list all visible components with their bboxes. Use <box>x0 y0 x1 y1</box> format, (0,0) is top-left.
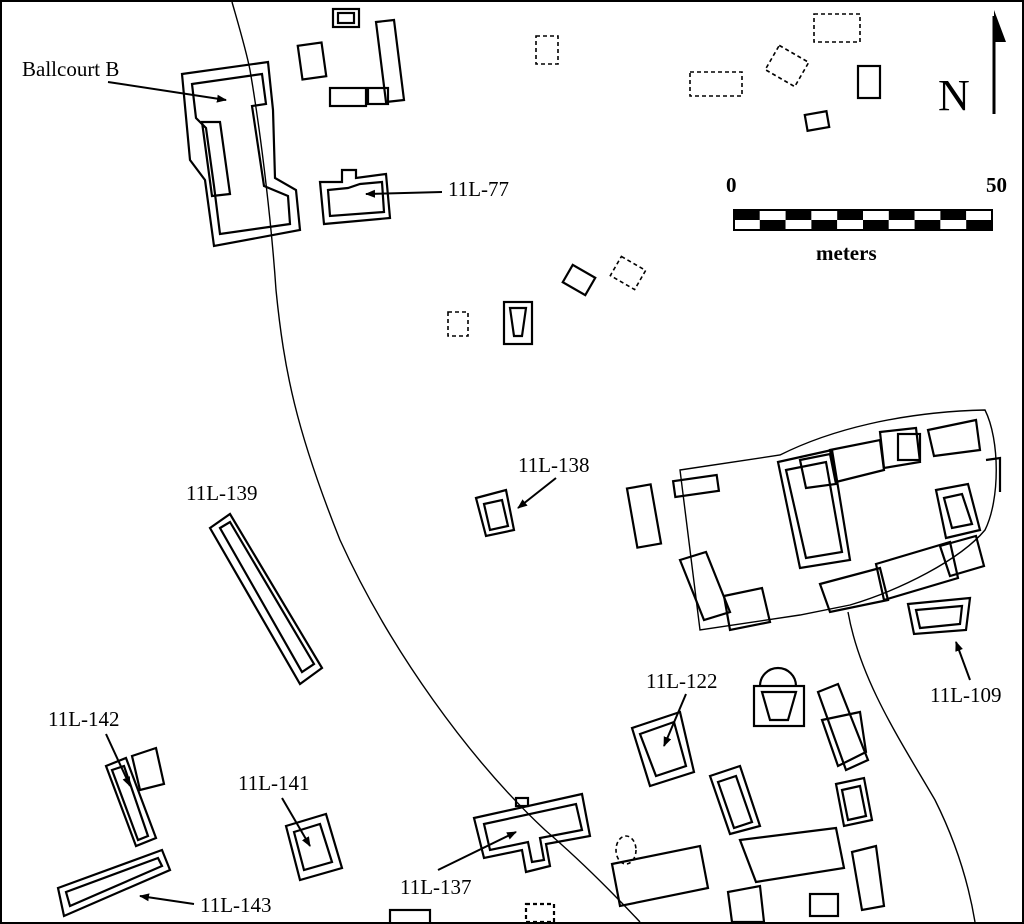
label-11l-139: 11L-139 <box>186 481 258 505</box>
south-east-group <box>388 666 886 924</box>
arrow-11l-109 <box>955 641 971 681</box>
scale-segment <box>837 220 863 230</box>
scale-segment <box>785 210 812 220</box>
north-dashed-structures <box>447 13 861 337</box>
scale-segment <box>966 220 992 230</box>
label-11l-141: 11L-141 <box>238 771 310 795</box>
label-ballcourt-b: Ballcourt B <box>22 57 119 81</box>
scale-segment <box>914 210 941 220</box>
scale-segment <box>734 210 760 220</box>
scale-segment <box>837 210 863 220</box>
scale-segment <box>888 220 915 230</box>
label-11l-142: 11L-142 <box>48 707 120 731</box>
east-plaza-group <box>625 418 1002 636</box>
arrow-11l-122 <box>663 693 687 747</box>
structure-11l-139 <box>208 512 324 686</box>
north-letter: N <box>938 71 970 120</box>
scale-segment <box>914 220 941 230</box>
north-arrow: N <box>938 10 1006 120</box>
scale-segment <box>888 210 915 220</box>
arrow-11l-143 <box>139 893 195 905</box>
arrow-11l-138 <box>517 477 557 509</box>
north-arrow-head-icon <box>994 10 1006 42</box>
scale-segment <box>940 220 967 230</box>
contour-line-east <box>847 611 976 923</box>
arrow-11l-137 <box>437 831 517 871</box>
structure-11l-141 <box>284 812 344 882</box>
structure-11l-122 <box>630 710 696 788</box>
contour-line-main <box>231 1 641 923</box>
arrow-11l-141 <box>281 797 311 847</box>
ballcourt-b-structure <box>180 60 302 248</box>
scale-max-label: 50 <box>986 173 1007 197</box>
arrow-ballcourt-b <box>107 81 227 103</box>
map-labels: Ballcourt B 11L-77 11L-138 11L-139 11L-1… <box>22 57 1002 917</box>
arrow-11l-77 <box>365 189 443 198</box>
label-11l-138: 11L-138 <box>518 453 590 477</box>
scale-border <box>733 209 993 231</box>
label-11l-137: 11L-137 <box>400 875 472 899</box>
scale-segment <box>785 220 812 230</box>
structure-11l-137 <box>472 792 592 874</box>
scale-segment <box>966 210 992 220</box>
scale-segment <box>759 210 786 220</box>
structure-11l-138 <box>474 488 516 538</box>
north-structures <box>296 7 882 346</box>
scale-bar: 0 50 meters <box>726 173 1007 265</box>
arrow-11l-142 <box>105 733 131 787</box>
structure-11l-143 <box>56 848 172 918</box>
label-11l-122: 11L-122 <box>646 669 718 693</box>
scale-segment <box>811 220 838 230</box>
scale-segment <box>940 210 967 220</box>
scale-unit-label: meters <box>816 241 877 265</box>
scale-min-label: 0 <box>726 173 737 197</box>
structure-11l-142 <box>104 746 166 848</box>
plaza-boundary <box>679 409 997 631</box>
scale-checker <box>733 209 993 231</box>
scale-segment <box>863 210 889 220</box>
label-11l-109: 11L-109 <box>930 683 1002 707</box>
scale-segment <box>863 220 889 230</box>
scale-segment <box>811 210 838 220</box>
label-11l-143: 11L-143 <box>200 893 272 917</box>
scale-segment <box>734 220 760 230</box>
scale-segment <box>759 220 786 230</box>
label-11l-77: 11L-77 <box>448 177 509 201</box>
structure-11l-77 <box>318 168 392 226</box>
